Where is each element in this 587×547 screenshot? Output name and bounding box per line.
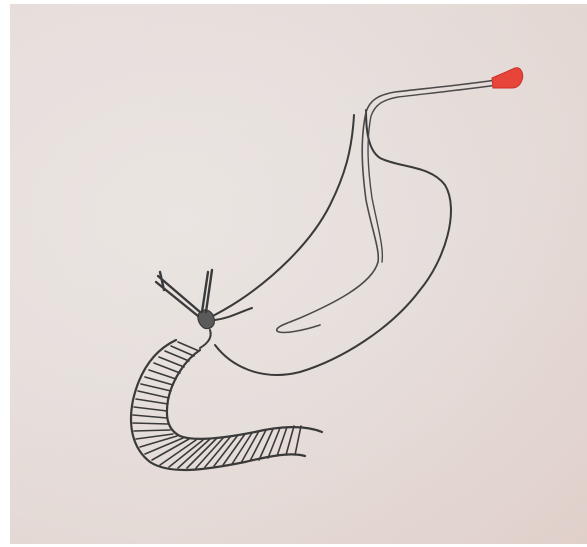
- tube-line-a: [277, 80, 496, 332]
- duodenum-inner-outline: [167, 350, 322, 439]
- catheter-red-tip: [492, 68, 523, 88]
- suture-tie-left: [156, 272, 200, 316]
- stomach-inner-outline: [215, 110, 451, 375]
- pylorus-top-outline: [215, 308, 252, 320]
- suture-tie-right: [202, 270, 212, 312]
- pylorus-link: [200, 330, 211, 348]
- stomach-outer-outline: [205, 115, 354, 320]
- duodenum-hatching: [133, 342, 301, 468]
